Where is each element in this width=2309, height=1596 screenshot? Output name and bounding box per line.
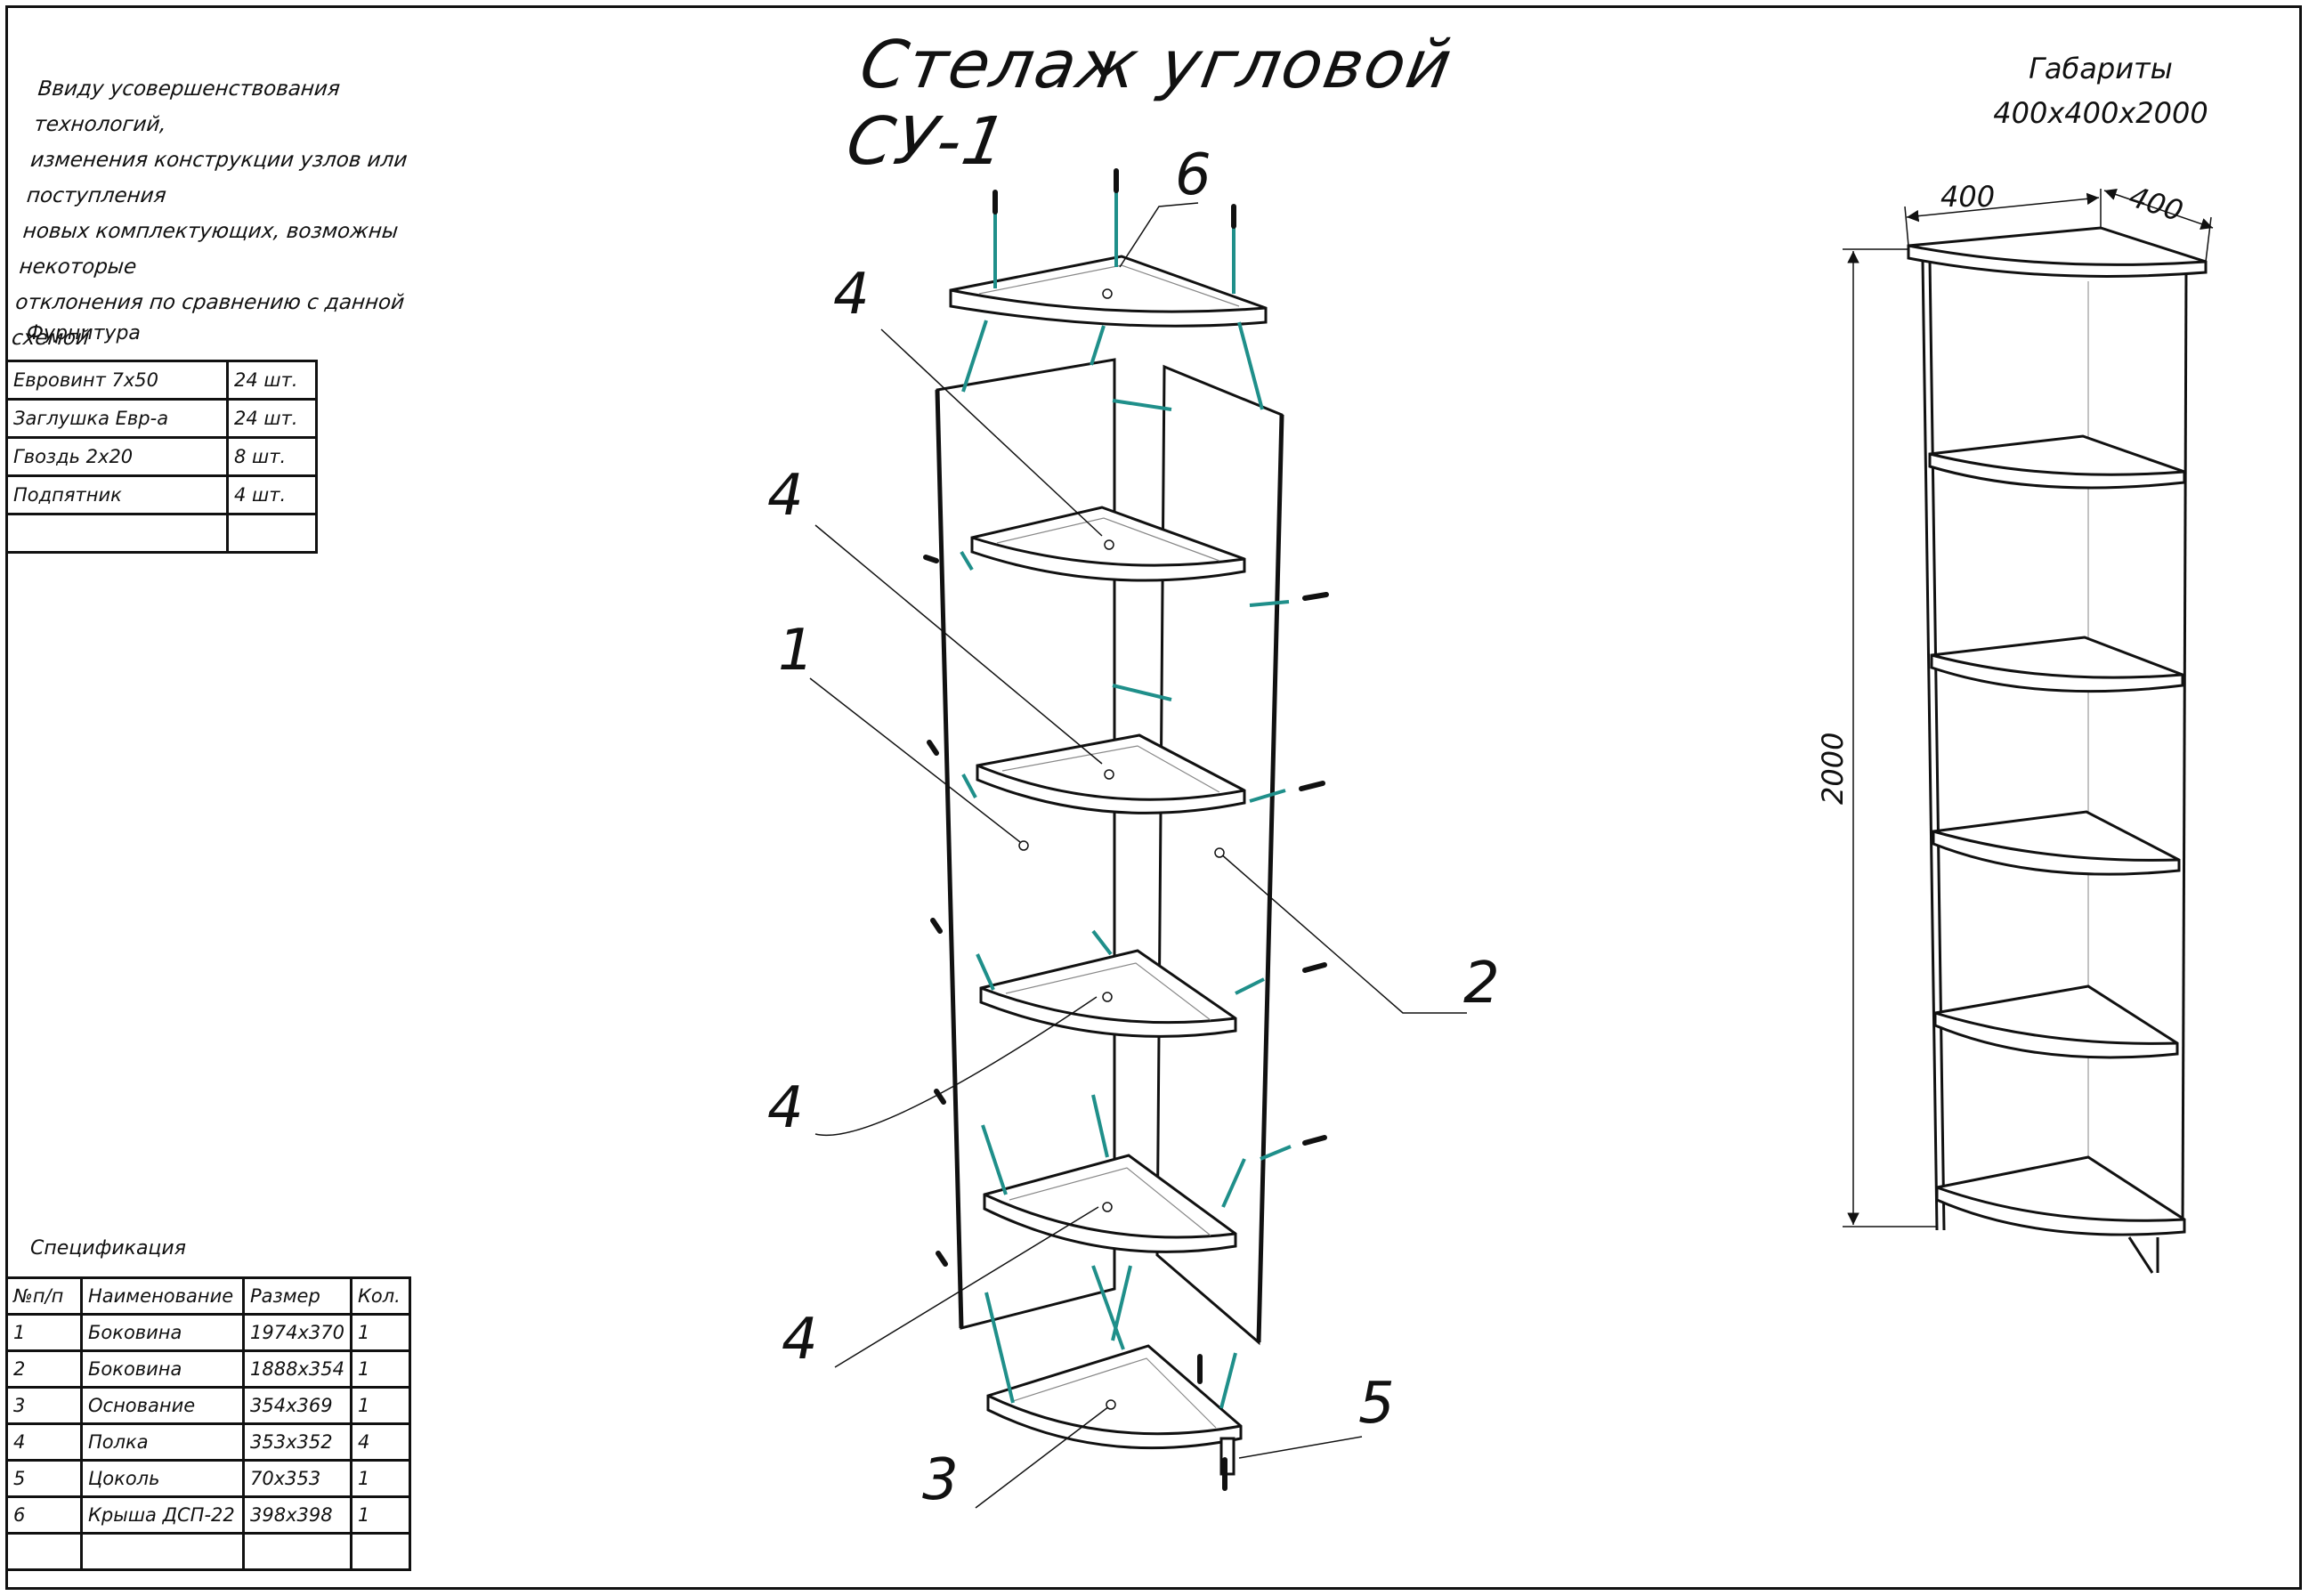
hardware-qty: 24 шт. xyxy=(226,360,318,401)
hardware-name: Евровинт 7х50 xyxy=(5,360,229,401)
callout-4: 4 xyxy=(782,1307,818,1373)
cell: 3 xyxy=(5,1386,83,1425)
cell: 1974х370 xyxy=(242,1313,352,1352)
cell: Боковина xyxy=(80,1349,245,1389)
base-panel xyxy=(986,1344,1243,1450)
cell: 4 xyxy=(5,1422,83,1462)
cell: Цоколь xyxy=(80,1459,245,1498)
cell xyxy=(349,1532,411,1571)
cell: 1 xyxy=(349,1386,411,1425)
callout-2: 2 xyxy=(1463,951,1500,1017)
hardware-qty: 4 шт. xyxy=(226,474,318,515)
dimensions-label: Габариты xyxy=(2029,52,2173,85)
cell xyxy=(5,1532,83,1571)
cell: 1888х354 xyxy=(242,1349,352,1389)
callout-labels: 6 4 4 1 2 4 4 5 3 xyxy=(767,142,1500,1513)
dimension-width-a: 400 xyxy=(1940,180,1995,214)
callout-4: 4 xyxy=(833,262,870,328)
dimension-height: 2000 xyxy=(1816,733,1850,805)
assembled-view xyxy=(1907,226,2208,1274)
spec-caption: Спецификация xyxy=(30,1237,186,1260)
exploded-view xyxy=(935,255,1284,1476)
leader-lines xyxy=(809,202,1467,1509)
cell: Крыша ДСП-22 xyxy=(80,1495,245,1535)
side-panel-2-edge xyxy=(1256,414,1284,1343)
hardware-qty: 24 шт. xyxy=(226,398,318,439)
cell: 5 xyxy=(5,1459,83,1498)
callout-4: 4 xyxy=(767,463,804,529)
drawing-frame xyxy=(5,5,2302,1590)
hardware-name: Подпятник xyxy=(5,474,229,515)
cell xyxy=(242,1532,352,1571)
hardware-name: Гвоздь 2х20 xyxy=(5,436,229,477)
dimensions-value: 400х400х2000 xyxy=(1993,96,2208,130)
cell: 398х398 xyxy=(242,1495,352,1535)
callout-3: 3 xyxy=(922,1447,959,1513)
hardware-qty: 8 шт. xyxy=(226,436,318,477)
callout-5: 5 xyxy=(1358,1371,1395,1437)
table-row xyxy=(5,513,318,554)
table-header-row: №п/п Наименование Размер Кол. xyxy=(5,1276,411,1316)
callout-1: 1 xyxy=(778,618,814,684)
cell: 353х352 xyxy=(242,1422,352,1462)
hardware-name: Заглушка Евр-а xyxy=(5,398,229,439)
header-cell: Размер xyxy=(242,1276,352,1316)
dimension-width-b: 400 xyxy=(2125,179,2187,228)
callout-6: 6 xyxy=(1175,142,1211,208)
cell: Полка xyxy=(80,1422,245,1462)
header-cell: Наименование xyxy=(80,1276,245,1316)
cell: Основание xyxy=(80,1386,245,1425)
table-row xyxy=(5,1532,411,1571)
header-cell: Кол. xyxy=(349,1276,411,1316)
header-cell: №п/п xyxy=(5,1276,83,1316)
cell xyxy=(80,1532,245,1571)
cell: Боковина xyxy=(80,1313,245,1352)
callout-4: 4 xyxy=(767,1075,804,1141)
cell: 1 xyxy=(349,1313,411,1352)
cell: 4 xyxy=(349,1422,411,1462)
dimension-lines xyxy=(1843,189,2214,1227)
side-panel-1-edge xyxy=(935,389,964,1329)
hardware-qty xyxy=(226,513,318,554)
cell: 1 xyxy=(349,1349,411,1389)
hardware-name xyxy=(5,513,229,554)
callout-markers xyxy=(1018,288,1225,1410)
cell: 2 xyxy=(5,1349,83,1389)
cell: 1 xyxy=(5,1313,83,1352)
screw-icons xyxy=(923,168,1329,1491)
cell: 1 xyxy=(349,1459,411,1498)
cell: 354х369 xyxy=(242,1386,352,1425)
cell: 70х353 xyxy=(242,1459,352,1498)
cell: 1 xyxy=(349,1495,411,1535)
cell: 6 xyxy=(5,1495,83,1535)
hardware-caption: Фурнитура xyxy=(27,322,141,344)
